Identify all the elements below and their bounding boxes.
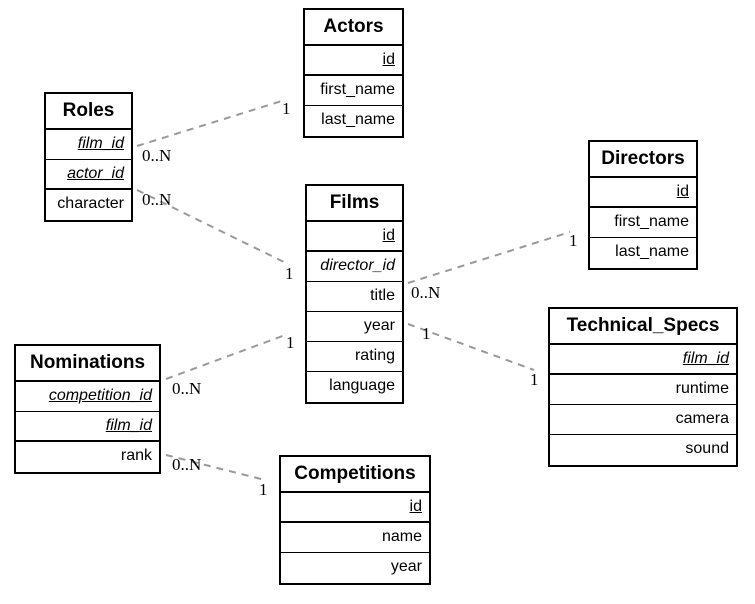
cardinality-from-films-director-id-to-directors: 0..N [411,283,441,302]
attribute-label: year [390,558,422,575]
attribute-label: rank [120,447,152,464]
entity-title-roles: Roles [46,94,131,130]
relationship-line-roles-film-id-to-actors [136,99,286,147]
attribute-label: film_id [105,417,152,434]
attribute-label: camera [675,410,729,427]
attribute-row[interactable]: id [307,222,402,252]
cardinality-to-roles-actor-id-to-films: 1 [285,264,294,283]
attribute-row[interactable]: rating [307,342,402,372]
attribute-label: film_id [682,350,729,367]
attribute-label: first_name [614,213,689,230]
cardinality-from-roles-film-id-to-actors: 0..N [142,146,172,165]
entity-title-films: Films [307,186,402,222]
cardinality-from-roles-actor-id-to-films: 0..N [142,190,172,209]
attribute-row[interactable]: id [281,493,429,523]
entity-title-nominations: Nominations [16,346,159,382]
attribute-row[interactable]: year [281,553,429,583]
attribute-row[interactable]: film_id [46,130,131,160]
cardinality-to-nominations-competition-id-to-competitions: 1 [259,480,268,499]
attribute-label: year [363,317,395,334]
attribute-label: first_name [320,81,395,98]
attribute-row[interactable]: id [590,178,696,208]
attribute-row[interactable]: film_id [16,412,159,442]
attribute-label: language [329,377,395,394]
entity-roles[interactable]: Roles film_id actor_id character [44,92,133,222]
attribute-label: id [409,498,422,515]
attribute-row[interactable]: year [307,312,402,342]
attribute-row[interactable]: runtime [550,375,736,405]
entity-competitions[interactable]: Competitions id name year [279,455,431,585]
entity-title-competitions: Competitions [281,457,429,493]
attribute-label: sound [685,440,729,457]
entity-title-actors: Actors [305,10,402,46]
attribute-label: id [382,51,395,68]
attribute-label: last_name [321,111,395,128]
attribute-row[interactable]: competition_id [16,382,159,412]
entity-title-technical_specs: Technical_Specs [550,309,736,345]
attribute-row[interactable]: character [46,190,131,220]
cardinality-from-nominations-film-id-to-films: 0..N [172,379,202,398]
cardinality-to-roles-film-id-to-actors: 1 [282,99,291,118]
attribute-label: id [382,227,395,244]
attribute-label: runtime [675,380,729,397]
entity-actors[interactable]: Actors id first_name last_name [303,8,404,138]
attribute-row[interactable]: actor_id [46,160,131,190]
attribute-row[interactable]: rank [16,442,159,472]
cardinality-to-films-director-id-to-directors: 1 [569,231,578,250]
relationship-line-nominations-film-id-to-films [165,333,289,380]
attribute-label: film_id [77,135,124,152]
attribute-row[interactable]: first_name [590,208,696,238]
attribute-row[interactable]: last_name [305,106,402,136]
attribute-row[interactable]: camera [550,405,736,435]
attribute-row[interactable]: name [281,523,429,553]
attribute-label: name [381,528,422,545]
entity-title-directors: Directors [590,142,696,178]
attribute-label: competition_id [48,387,152,404]
cardinality-from-films-to-technical-specs: 1 [422,324,431,343]
attribute-row[interactable]: sound [550,435,736,465]
relationship-line-films-director-id-to-directors [407,231,571,284]
cardinality-from-nominations-competition-id-to-competitions: 0..N [172,455,202,474]
attribute-label: rating [354,347,395,364]
cardinality-to-nominations-film-id-to-films: 1 [286,333,295,352]
attribute-label: actor_id [67,165,124,182]
attribute-row[interactable]: director_id [307,252,402,282]
attribute-label: title [370,287,395,304]
attribute-row[interactable]: id [305,46,402,76]
attribute-row[interactable]: last_name [590,238,696,268]
attribute-row[interactable]: first_name [305,76,402,106]
attribute-row[interactable]: film_id [550,345,736,375]
attribute-label: character [57,195,124,212]
attribute-row[interactable]: language [307,372,402,402]
attribute-label: last_name [615,243,689,260]
entity-directors[interactable]: Directors id first_name last_name [588,140,698,270]
attribute-label: director_id [320,257,395,274]
cardinality-to-films-to-technical-specs: 1 [530,370,539,389]
attribute-row[interactable]: title [307,282,402,312]
attribute-label: id [676,183,689,200]
